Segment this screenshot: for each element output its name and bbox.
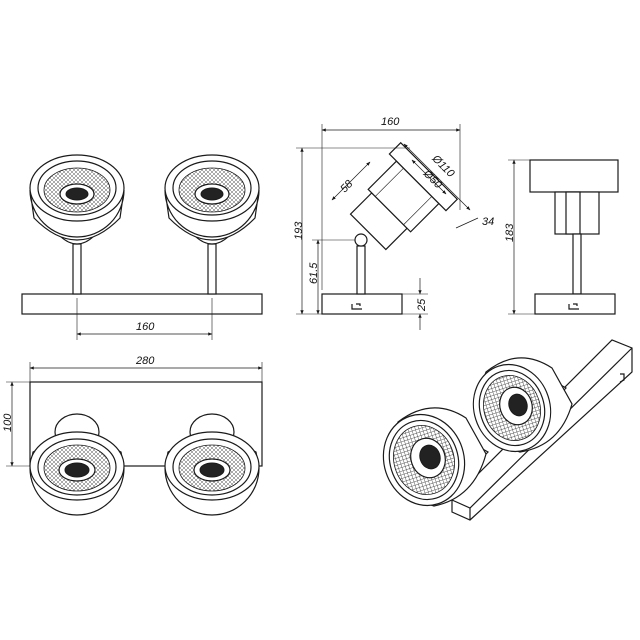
end-view: 183: [504, 159, 619, 315]
top-depth-label: 100: [2, 413, 14, 432]
top-lamp-left: [29, 413, 125, 516]
side-lens-label: 34: [482, 216, 494, 228]
side-diameter-inner-line: [411, 159, 447, 195]
front-stem-right: [207, 243, 217, 295]
top-view: 280 100: [2, 355, 263, 516]
iso-lamp-front: [382, 407, 487, 507]
side-view: 160 Ø110 Ø50 58 34 193 61.5 25: [293, 116, 494, 330]
side-lens-line: [455, 217, 479, 229]
side-arm-height-label: 61.5: [308, 262, 320, 284]
side-width-label: 160: [381, 116, 400, 128]
end-lamp-head: [529, 159, 619, 193]
front-view: 160: [21, 154, 263, 340]
side-height-label: 193: [293, 221, 305, 240]
side-depth-line: [331, 161, 371, 201]
isometric-view: [382, 339, 633, 521]
side-stem: [356, 245, 366, 295]
front-lamp-left: [29, 154, 125, 245]
side-base-label: 25: [416, 298, 428, 312]
side-base: [321, 293, 403, 315]
end-stem: [572, 233, 582, 295]
front-stem-left: [72, 243, 82, 295]
end-height-label: 183: [504, 223, 516, 242]
top-width-label: 280: [135, 355, 155, 367]
iso-lamp-back: [472, 357, 573, 453]
side-depth-label: 58: [338, 177, 356, 195]
front-lamp-right: [164, 154, 260, 245]
front-base-plate: [21, 293, 263, 315]
top-lamp-right: [164, 413, 260, 516]
front-spacing-label: 160: [136, 321, 155, 333]
